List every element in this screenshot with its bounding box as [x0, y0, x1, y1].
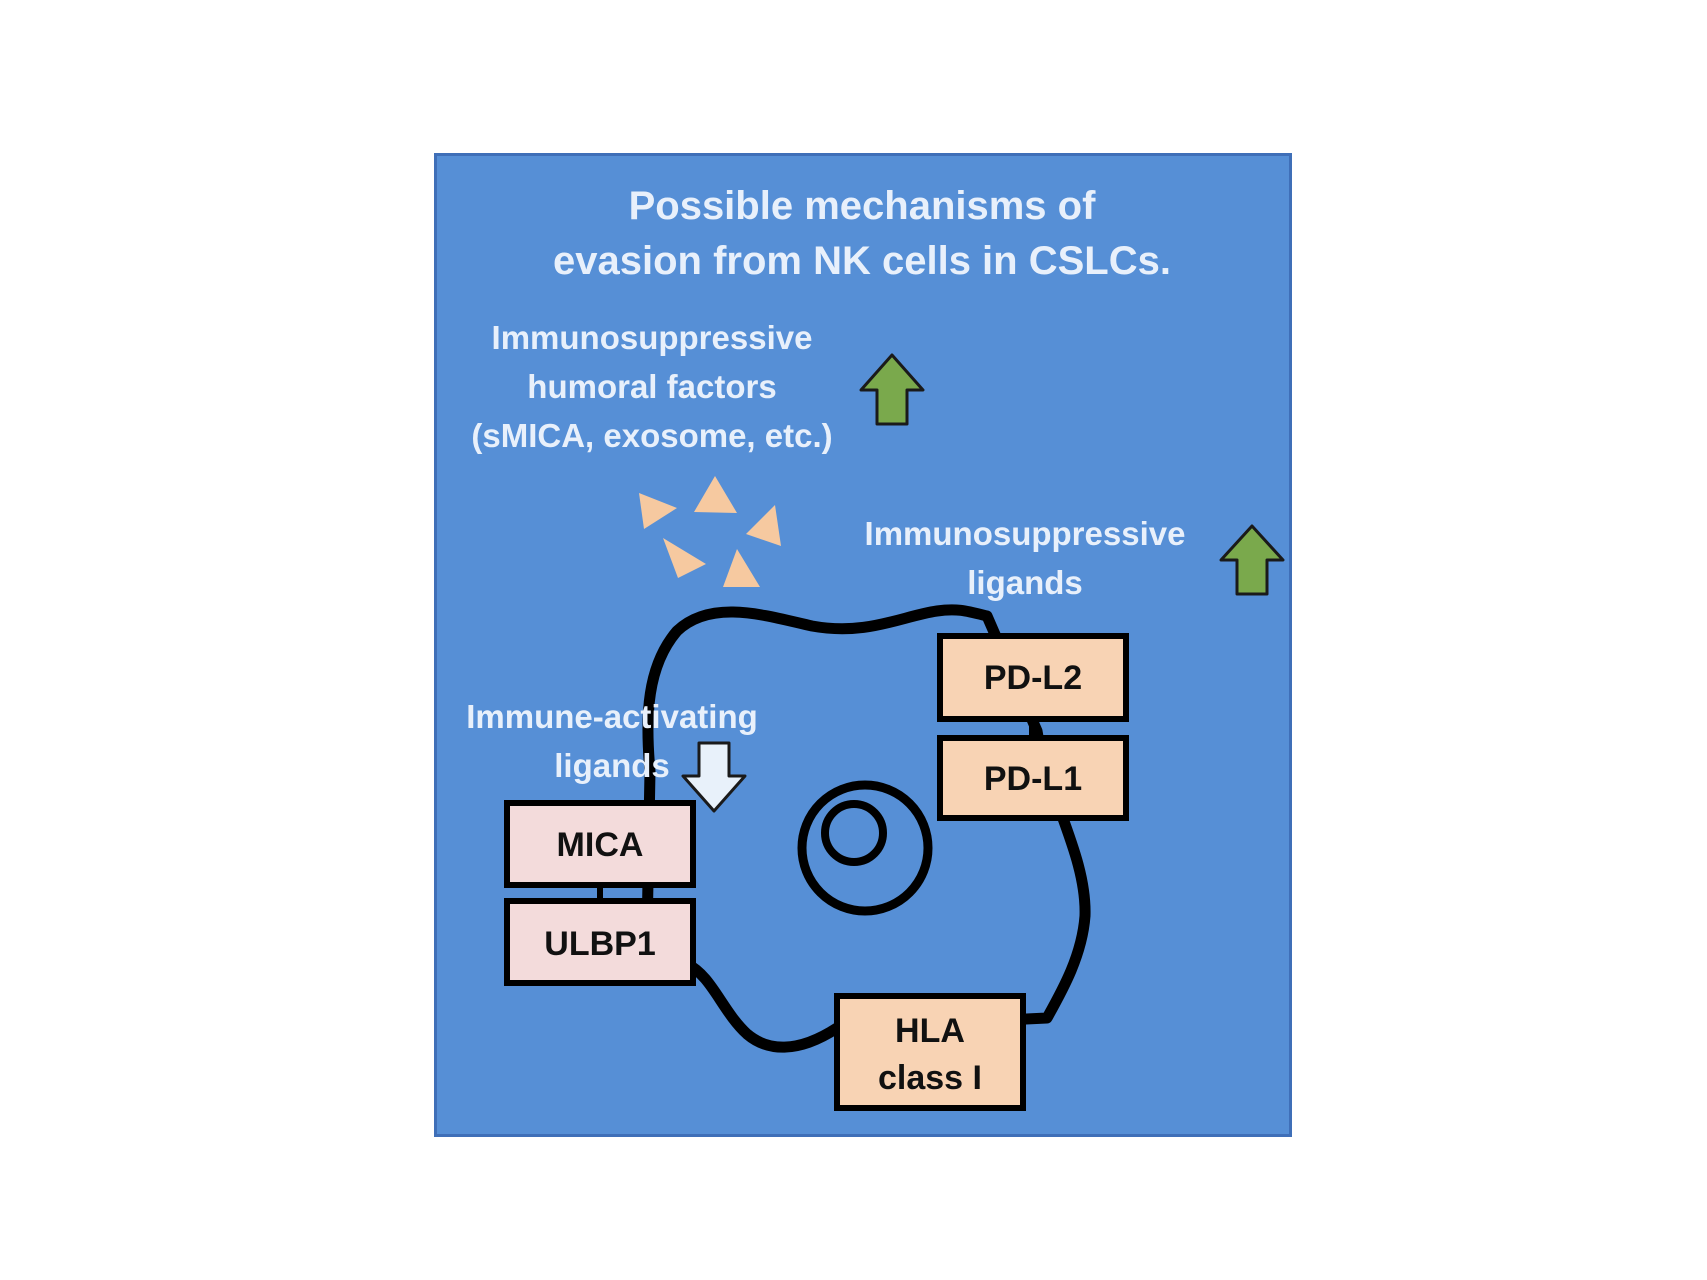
hla-label-line-2: class I: [878, 1059, 982, 1097]
mica-label: MICA: [557, 826, 644, 864]
down-arrow-icon: [681, 741, 747, 813]
up-arrow-icon: [1219, 524, 1285, 596]
panel-background: [437, 156, 1289, 1134]
pdl2-box: [937, 633, 1129, 722]
pdl1-box: [937, 735, 1129, 821]
humoral-factors-label-line-2: humoral factors: [527, 368, 776, 405]
hla-label-line-1: HLA: [895, 1012, 965, 1050]
hla-class-i-box: [834, 993, 1026, 1111]
humoral-factors-label-line-1: Immunosuppressive: [492, 319, 813, 356]
diagram-svg: Possible mechanisms of evasion from NK c…: [437, 156, 1289, 1134]
pdl1-label: PD-L1: [984, 760, 1082, 798]
title-line-1: Possible mechanisms of: [629, 184, 1097, 228]
up-arrow-icon: [859, 353, 925, 426]
diagram-panel: Possible mechanisms of evasion from NK c…: [434, 153, 1292, 1137]
triangle-icon: [694, 476, 737, 513]
title-line-2: evasion from NK cells in CSLCs.: [553, 239, 1171, 283]
nucleus-outer: [797, 780, 933, 916]
triangle-icon: [639, 493, 677, 529]
nucleolus: [821, 800, 887, 866]
ulbp1-label: ULBP1: [544, 925, 655, 963]
pdl2-label: PD-L2: [984, 659, 1082, 697]
suppressive-ligands-label-line-1: Immunosuppressive: [865, 515, 1186, 552]
activating-ligands-label-line-1: Immune-activating: [466, 698, 758, 735]
activating-ligands-label-line-2: ligands: [554, 747, 670, 784]
humoral-factors-label-line-3: (sMICA, exosome, etc.): [471, 417, 832, 454]
ulbp1-box: [504, 898, 696, 986]
triangle-icon: [723, 549, 760, 587]
triangle-icon: [663, 538, 706, 578]
mica-box: [504, 800, 696, 888]
triangle-icon: [746, 505, 781, 546]
suppressive-ligands-label-line-2: ligands: [967, 564, 1083, 601]
